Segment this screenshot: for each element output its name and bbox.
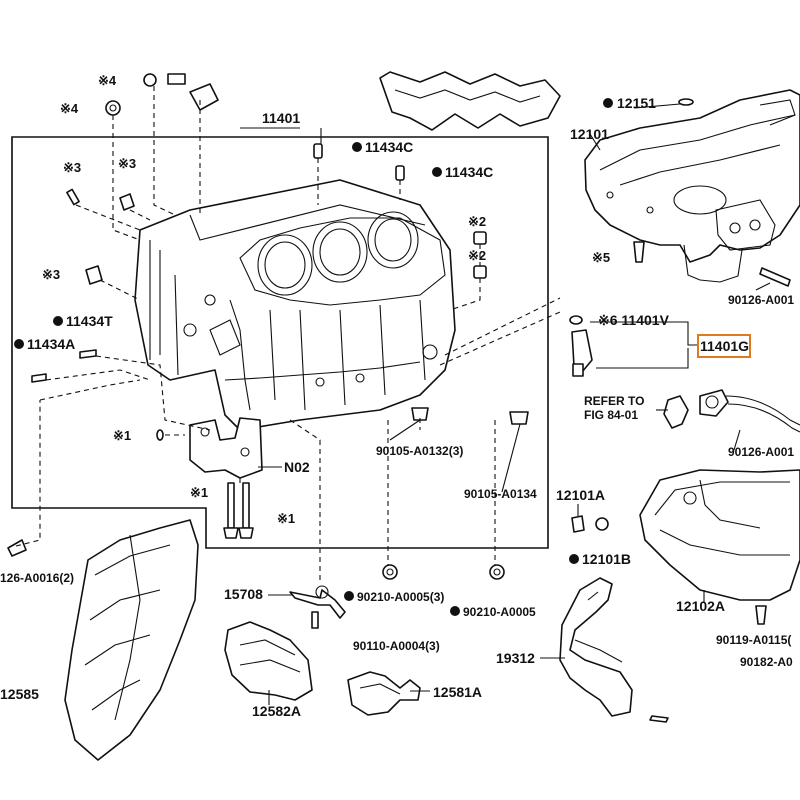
label-12581a: 12581A	[433, 684, 482, 700]
label-12102a: 12102A	[676, 598, 725, 614]
label-11434c-a: 11434C	[365, 139, 413, 155]
label-x1-b: ※1	[190, 485, 208, 500]
highlight-box-11401g	[697, 334, 751, 358]
sensor-with-wire	[663, 389, 800, 433]
label-x3-a: ※3	[63, 160, 81, 175]
label-15708: 15708	[224, 586, 263, 602]
label-x3-b: ※3	[118, 156, 136, 171]
label-90182-a0: 90182-A0	[740, 655, 793, 669]
label-11434c-b: 11434C	[445, 164, 493, 180]
cover-12585	[64, 519, 199, 761]
label-x4-b: ※4	[60, 101, 79, 116]
part-labels: 11401 11434C 11434C ※4 ※4 ※3 ※3 ※3 ※2 ※2…	[0, 73, 794, 719]
label-90210-a0005: 90210-A0005	[463, 605, 536, 619]
oil-pan-lower	[639, 469, 800, 601]
label-90105-a0132: 90105-A0132(3)	[376, 444, 463, 458]
label-leaders	[240, 103, 771, 705]
label-11401g: 11401G	[700, 338, 749, 354]
knock-sensor	[569, 315, 593, 377]
cover-12582a	[224, 621, 313, 701]
label-x1-c: ※1	[277, 511, 295, 526]
cover-12581a	[347, 671, 421, 716]
label-x2-b: ※2	[468, 248, 486, 263]
label-x5: ※5	[592, 250, 610, 265]
cylinder-block	[134, 179, 456, 431]
label-x2-a: ※2	[468, 214, 486, 229]
sensor-leader	[590, 321, 698, 346]
label-11401: 11401	[262, 110, 300, 126]
label-12101: 12101	[570, 126, 609, 142]
leader-lines	[15, 86, 561, 580]
stud-bolt	[759, 267, 791, 287]
label-fig-84-01: FIG 84-01	[584, 408, 638, 422]
cap-bolts	[223, 482, 254, 539]
sensor-leader-2	[596, 348, 689, 369]
label-12582a: 12582A	[252, 703, 301, 719]
label-x6-11401v: ※6 11401V	[598, 312, 670, 328]
small-parts-top-left	[7, 73, 529, 557]
label-90126-a001-a: 90126-A001	[728, 293, 794, 307]
drain-bolt	[755, 605, 767, 625]
label-90110-a0004: 90110-A0004(3)	[353, 639, 440, 653]
label-11434a: 11434A	[27, 336, 75, 352]
label-11434t: 11434T	[66, 313, 113, 329]
label-12585: 12585	[0, 686, 39, 702]
label-x3-c: ※3	[42, 267, 60, 282]
label-90210-a0005-3: 90210-A0005(3)	[357, 590, 444, 604]
bracket-19312	[559, 577, 633, 717]
oil-pan-upper	[584, 89, 800, 283]
drain-plug-gasket	[678, 98, 694, 106]
label-90126-a001-b: 90126-A001	[728, 445, 794, 459]
label-12101b: 12101B	[582, 551, 631, 567]
label-refer-to: REFER TO	[584, 394, 644, 408]
label-19312: 19312	[496, 650, 535, 666]
callout-dots	[14, 98, 613, 616]
bolt-12101a	[571, 515, 585, 533]
upper-engine-fragment	[379, 71, 561, 131]
bearing-cap	[189, 417, 263, 479]
label-12101a: 12101A	[556, 487, 605, 503]
label-12151: 12151	[617, 95, 656, 111]
label-90119-a0115: 90119-A0115(	[716, 633, 791, 647]
pan-bolt	[633, 241, 645, 263]
small-clip	[649, 715, 669, 723]
label-x1-a: ※1	[113, 428, 131, 443]
label-126-a0016: 126-A0016(2)	[0, 571, 74, 585]
label-n02: N02	[284, 459, 310, 475]
bottom-small-parts	[289, 564, 505, 629]
label-90105-a0134: 90105-A0134	[464, 487, 537, 501]
label-x4-a: ※4	[98, 73, 117, 88]
washer-12101b	[595, 517, 609, 531]
